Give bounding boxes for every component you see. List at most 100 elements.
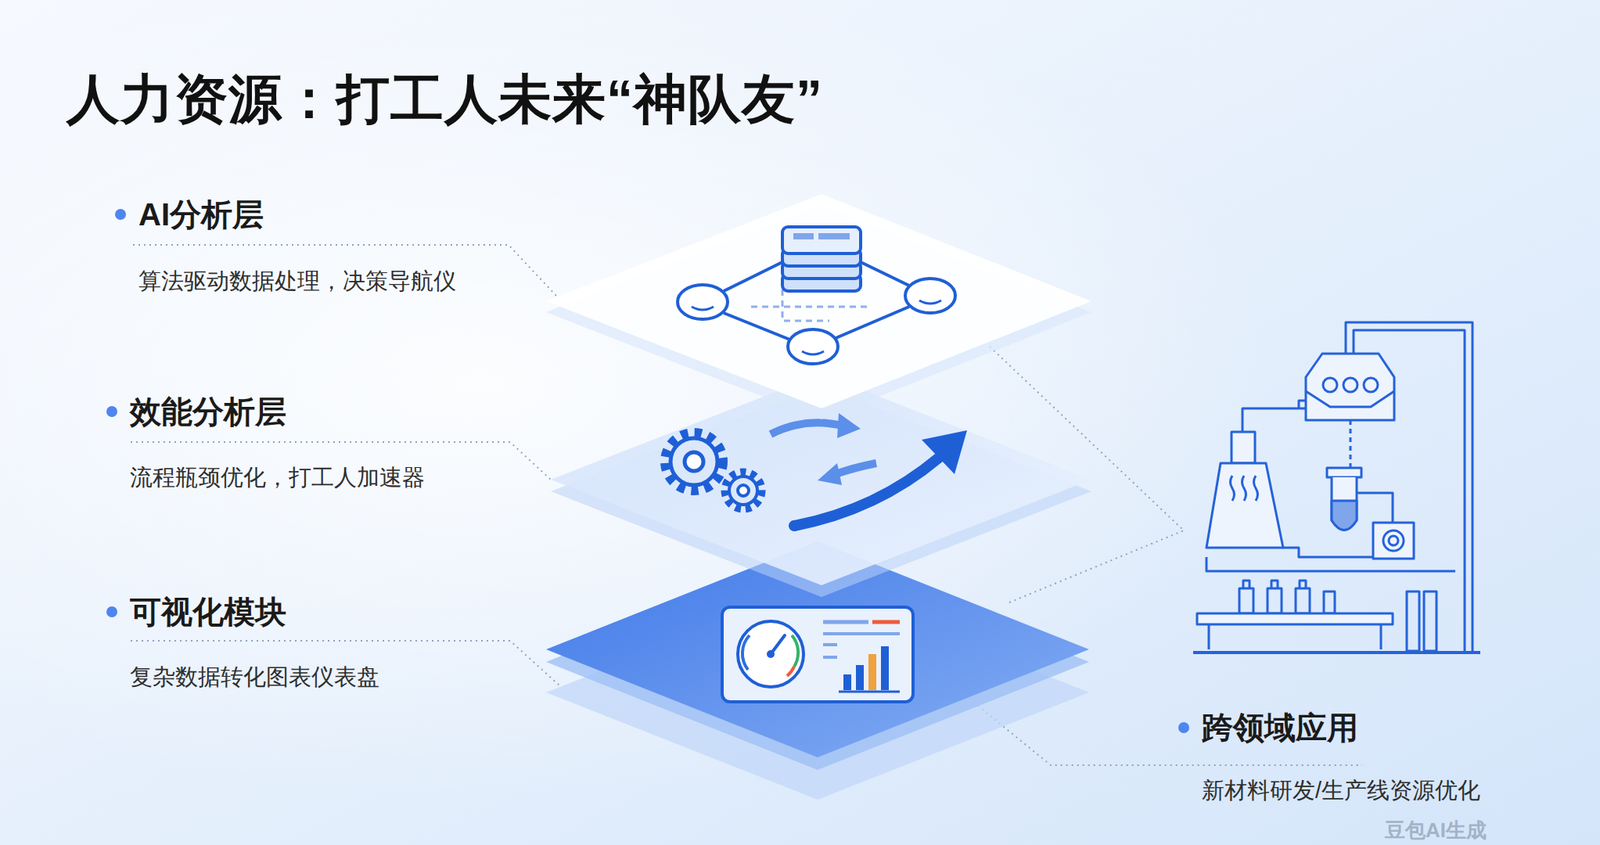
plate-top <box>546 194 1092 409</box>
leader-line <box>1009 530 1184 603</box>
bar <box>868 654 877 691</box>
small-arrow <box>835 463 877 475</box>
layer-heading: 效能分析层 <box>129 392 425 431</box>
bar <box>855 665 864 691</box>
arrow-head <box>817 463 842 486</box>
layer-description: 算法驱动数据处理，决策导航仪 <box>138 265 457 297</box>
network-line <box>723 262 783 292</box>
gear-hole <box>737 485 749 497</box>
layer-description: 复杂数据转化图表仪表盘 <box>129 661 380 693</box>
panel-line <box>823 643 838 647</box>
ai-plate <box>546 194 1092 420</box>
gauge-arc <box>787 666 795 676</box>
node-mark <box>691 306 714 310</box>
bottle <box>1295 588 1310 614</box>
dashed-guides <box>751 289 869 321</box>
pipe <box>1283 547 1374 558</box>
watermark: 豆包AI生成 <box>1384 818 1487 842</box>
bottle-neck <box>1243 580 1306 589</box>
layer-heading: 跨领域应用 <box>1201 708 1481 747</box>
panel-line <box>872 620 900 625</box>
lab-illustration <box>1193 322 1481 653</box>
gear <box>729 476 758 505</box>
gear-teeth <box>725 472 762 509</box>
gear <box>670 438 718 486</box>
detector-lens <box>1388 535 1399 546</box>
bullet-dot <box>115 208 126 220</box>
node-mark <box>801 351 824 355</box>
drip-line <box>1349 420 1352 468</box>
layer-heading: 可视化模块 <box>129 593 380 631</box>
guide <box>782 289 830 321</box>
reactor-port <box>1323 377 1338 392</box>
network-line <box>860 262 910 286</box>
flask-neck <box>1231 431 1255 464</box>
leader-line <box>133 244 557 296</box>
panel-line <box>823 632 900 636</box>
floor-line <box>1193 650 1481 655</box>
network-line <box>723 312 792 341</box>
gauge-pivot <box>766 650 775 658</box>
data-stack <box>782 226 861 292</box>
node-marks <box>691 300 942 355</box>
pipe <box>1206 557 1456 572</box>
stack-mark <box>793 233 814 240</box>
bottle <box>1239 588 1254 614</box>
tube-liquid <box>1331 500 1357 531</box>
tube-cap <box>1326 467 1362 478</box>
gear-teeth <box>665 433 723 490</box>
vapor <box>1230 475 1259 501</box>
detector <box>1373 522 1414 559</box>
test-tube <box>1331 477 1357 531</box>
network-node <box>905 278 956 313</box>
cabinet <box>1423 591 1437 651</box>
network-nodes <box>677 278 956 364</box>
bottle <box>1267 588 1282 614</box>
pipe <box>1242 408 1306 432</box>
network-node <box>677 284 728 320</box>
bullet-dot <box>106 406 118 418</box>
bar-axis <box>838 690 900 694</box>
layer-description: 流程瓶颈优化，打工人加速器 <box>129 461 425 493</box>
node-mark <box>919 300 942 304</box>
layer-label: 跨领域应用新材料研发/生产线资源优化 <box>1178 708 1481 806</box>
reactor-port <box>1363 377 1378 392</box>
stack-mark <box>818 233 850 240</box>
network-node <box>787 329 838 364</box>
layer-label: 可视化模块复杂数据转化图表仪表盘 <box>106 593 380 693</box>
network-line <box>834 306 910 339</box>
guide <box>751 305 869 309</box>
bar <box>843 674 852 691</box>
reactor-port <box>1343 377 1358 392</box>
bullet-dot <box>106 606 118 618</box>
bottle <box>1323 591 1335 614</box>
small-arrow <box>770 422 845 435</box>
pipe <box>1356 492 1393 523</box>
dashboard-panel <box>722 607 914 702</box>
gear-hole <box>684 452 704 472</box>
reactor-detail <box>1305 391 1395 407</box>
pipe <box>1353 330 1465 653</box>
arrow-head <box>921 430 968 475</box>
layer-heading: AI分析层 <box>138 195 457 234</box>
bar <box>880 646 889 691</box>
bullet-dot <box>1178 722 1190 734</box>
growth-arrow <box>794 457 939 526</box>
gauge-arc <box>791 635 799 667</box>
arrow-head <box>837 413 861 439</box>
panel-line <box>823 620 869 625</box>
pipe <box>1298 400 1306 409</box>
gauge <box>737 621 804 687</box>
gauge-arc <box>742 635 750 670</box>
table-leg <box>1208 624 1381 650</box>
reactor-box <box>1305 353 1395 421</box>
page-title: 人力资源：打工人未来“神队友” <box>66 67 824 130</box>
layer-label: AI分析层算法驱动数据处理，决策导航仪 <box>115 195 457 297</box>
panel-line <box>823 655 838 659</box>
layer-description: 新材料研发/生产线资源优化 <box>1201 774 1481 806</box>
layer-label: 效能分析层流程瓶颈优化，打工人加速器 <box>106 392 425 493</box>
cabinet <box>1406 591 1420 651</box>
leader-lines <box>130 244 1363 766</box>
